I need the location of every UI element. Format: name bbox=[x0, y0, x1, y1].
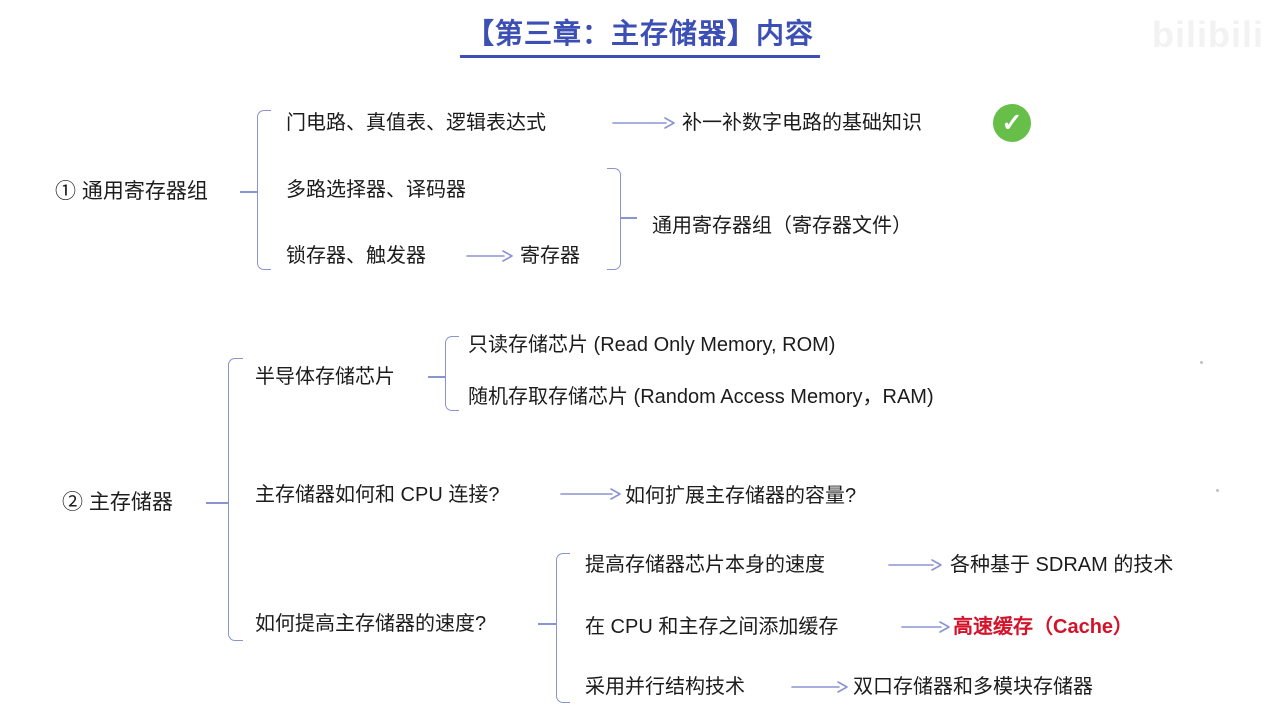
bracket-s1-children bbox=[257, 110, 271, 270]
node-rom: 只读存储芯片 (Read Only Memory, ROM) bbox=[468, 334, 836, 356]
node-section1-label: ① 通用寄存器组 bbox=[55, 180, 208, 203]
connector-s2-mid bbox=[206, 502, 228, 504]
bracket-speed-children bbox=[556, 553, 570, 703]
connector-speed-mid bbox=[538, 623, 556, 625]
right-arrow-icon bbox=[560, 487, 622, 501]
bracket-s1-group bbox=[607, 168, 621, 270]
node-cpu-connect-question: 主存储器如何和 CPU 连接? bbox=[255, 484, 500, 506]
node-register-file: 通用寄存器组（寄存器文件） bbox=[652, 215, 912, 237]
speck-artifact bbox=[1200, 361, 1203, 364]
node-multiplexer-decoder: 多路选择器、译码器 bbox=[286, 179, 466, 201]
node-register: 寄存器 bbox=[520, 245, 580, 267]
right-arrow-icon bbox=[612, 116, 676, 130]
node-semiconductor-chip: 半导体存储芯片 bbox=[255, 366, 395, 388]
bracket-s2-children bbox=[228, 358, 243, 641]
node-dualport-multimodule: 双口存储器和多模块存储器 bbox=[853, 676, 1093, 698]
right-arrow-icon bbox=[791, 680, 849, 694]
right-arrow-icon bbox=[901, 620, 951, 634]
node-speed-question: 如何提高主存储器的速度? bbox=[255, 613, 487, 635]
node-latch-flipflop: 锁存器、触发器 bbox=[286, 245, 426, 267]
connector-s1-mid bbox=[240, 191, 257, 193]
bilibili-watermark: bilibili bbox=[1152, 14, 1264, 55]
page-title-row: 【第三章：主存储器】内容 bbox=[0, 12, 1280, 58]
page-title: 【第三章：主存储器】内容 bbox=[459, 12, 820, 58]
node-add-cache: 在 CPU 和主存之间添加缓存 bbox=[585, 616, 839, 638]
node-expand-capacity: 如何扩展主存储器的容量? bbox=[625, 485, 857, 507]
node-cache-highlight: 高速缓存（Cache） bbox=[953, 616, 1134, 638]
node-gate-circuits: 门电路、真值表、逻辑表达式 bbox=[286, 112, 546, 134]
check-circle-icon: ✓ bbox=[993, 104, 1031, 142]
connector-s1-group-mid bbox=[621, 217, 637, 219]
node-chip-speed: 提高存储器芯片本身的速度 bbox=[585, 554, 825, 576]
right-arrow-icon bbox=[888, 558, 943, 572]
node-parallel-structure: 采用并行结构技术 bbox=[585, 676, 745, 698]
connector-chip-mid bbox=[428, 376, 445, 378]
node-section2-label: ② 主存储器 bbox=[62, 491, 173, 514]
node-sdram-tech: 各种基于 SDRAM 的技术 bbox=[950, 554, 1174, 576]
speck-artifact bbox=[1216, 489, 1219, 492]
node-digital-basics: 补一补数字电路的基础知识 bbox=[682, 112, 922, 134]
bracket-chip-children bbox=[445, 336, 459, 411]
right-arrow-icon bbox=[466, 249, 514, 263]
node-ram: 随机存取存储芯片 (Random Access Memory，RAM) bbox=[468, 386, 934, 408]
